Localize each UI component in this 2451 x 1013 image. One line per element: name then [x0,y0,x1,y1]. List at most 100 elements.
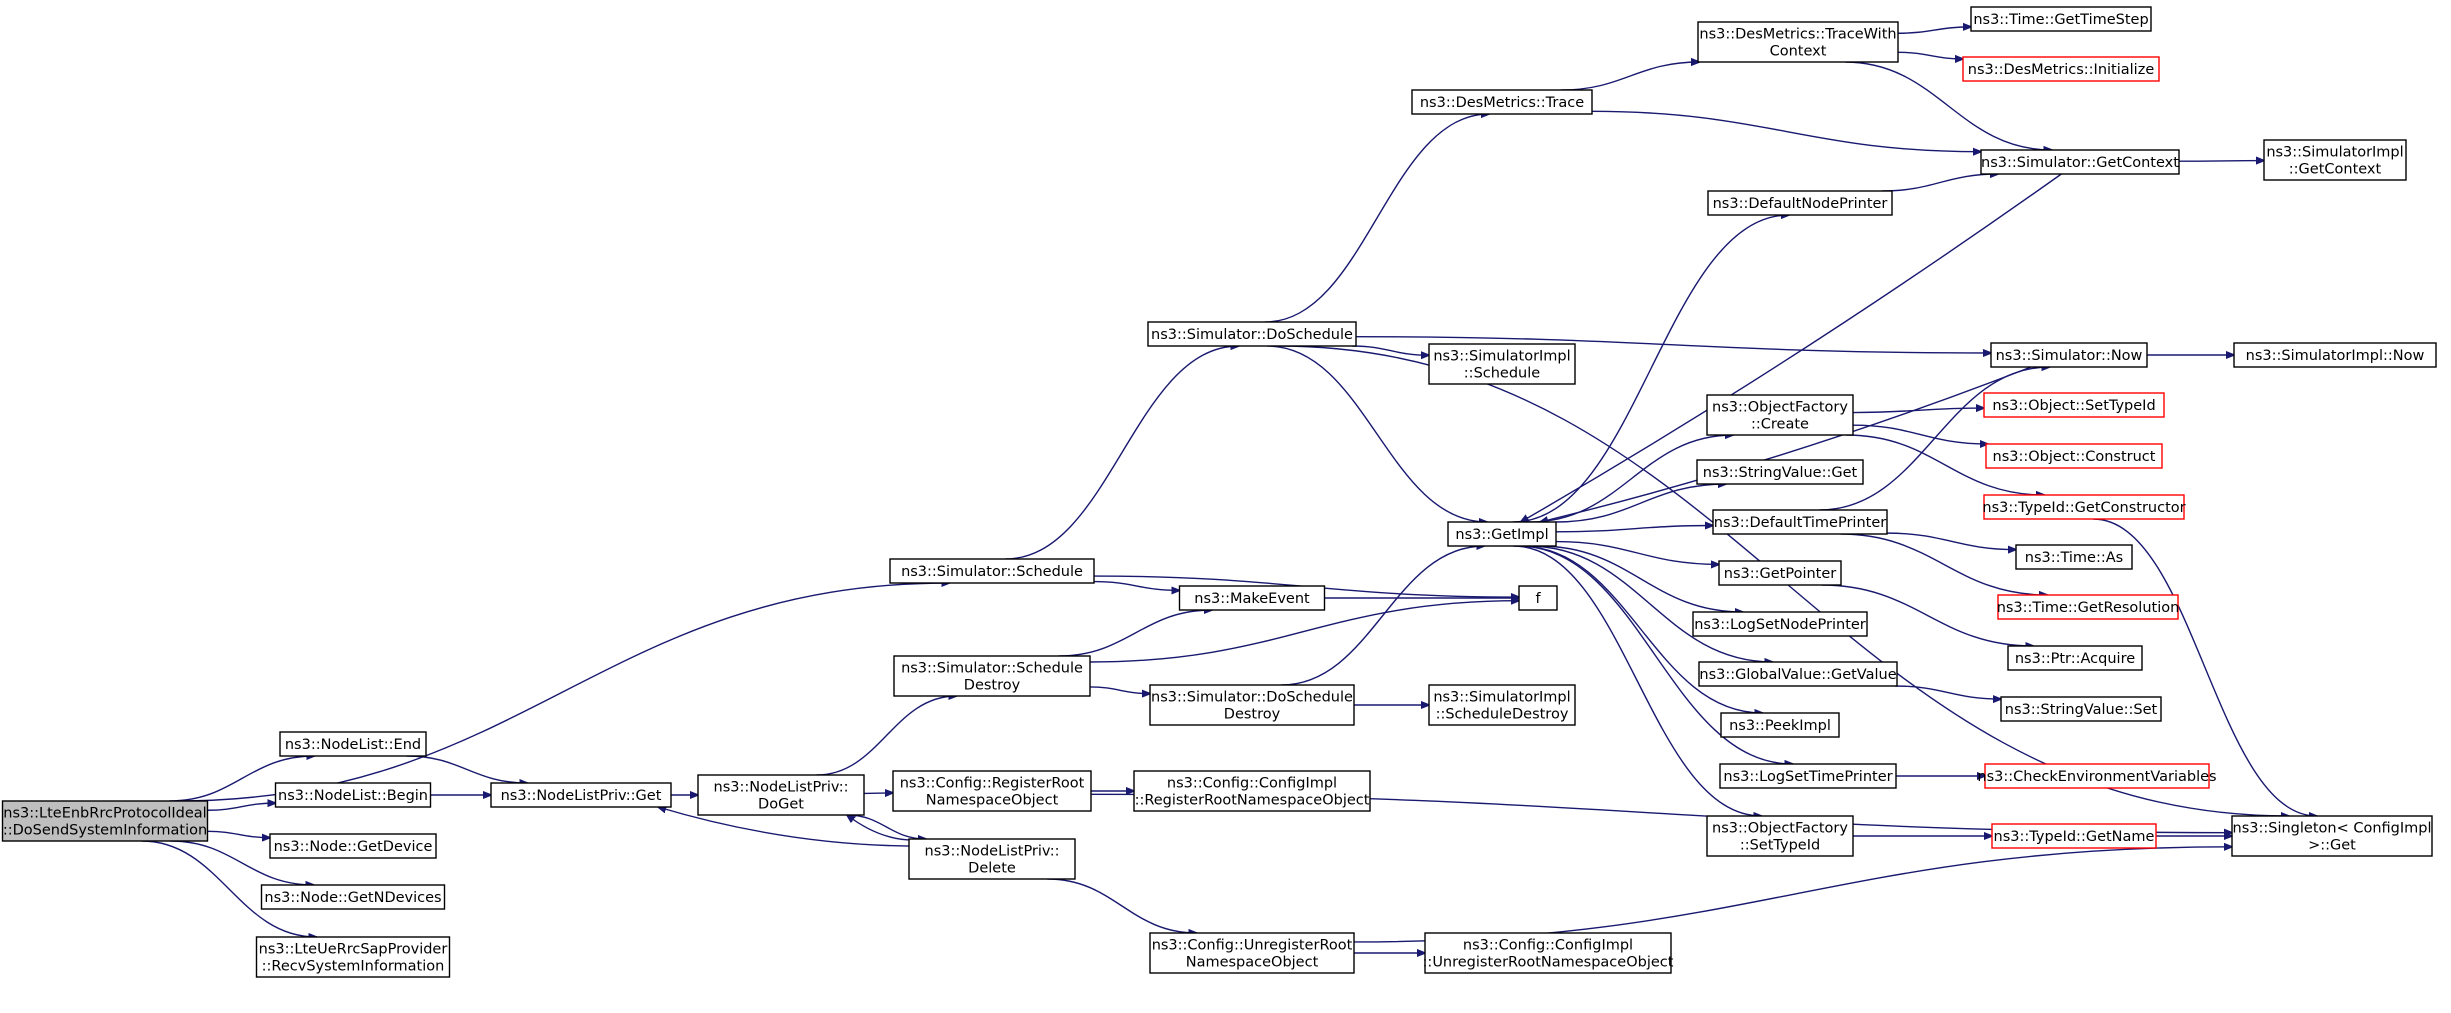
function-node-simimpl-schedule[interactable]: ns3::SimulatorImpl::Schedule [1428,343,1576,385]
function-node-getimpl[interactable]: ns3::GetImpl [1447,521,1557,547]
function-node-box[interactable] [893,655,1091,697]
function-node-box[interactable] [1718,560,1842,586]
function-node-nlp-delete[interactable]: ns3::NodeListPriv::Delete [908,838,1076,880]
function-node-box[interactable] [1706,815,1854,857]
function-node-box[interactable] [2015,544,2133,570]
function-node-box[interactable] [1424,932,1672,974]
function-node-box[interactable] [1970,6,2152,32]
function-node-box[interactable] [279,731,427,757]
function-node-box[interactable] [1720,712,1840,738]
function-node-box[interactable] [1698,661,1898,687]
function-node-f[interactable]: f [1518,585,1558,611]
function-node-desmetrics-initialize[interactable]: ns3::DesMetrics::Initialize [1962,56,2160,82]
function-node-makeevent[interactable]: ns3::MakeEvent [1178,585,1326,611]
function-node-cfgimpl-reg[interactable]: ns3::Config::ConfigImpl::RegisterRootNam… [1133,770,1371,812]
function-node-box[interactable] [1983,392,2165,418]
function-node-getpointer[interactable]: ns3::GetPointer [1718,560,1842,586]
function-node-box[interactable] [1707,190,1893,216]
function-node-box[interactable] [1997,594,2179,620]
function-node-box[interactable] [1149,684,1355,726]
function-node-box[interactable] [1178,585,1326,611]
function-node-nl-begin[interactable]: ns3::NodeList::Begin [274,782,432,808]
function-node-box[interactable] [1428,343,1576,385]
function-node-box[interactable] [1984,763,2210,789]
function-node-recvsysinfo[interactable]: ns3::LteUeRrcSapProvider::RecvSystemInfo… [255,936,451,978]
function-node-box[interactable] [2263,139,2407,181]
function-node-typeid-getname[interactable]: ns3::TypeId::GetName [1991,823,2157,849]
function-node-time-gettimestep[interactable]: ns3::Time::GetTimeStep [1970,6,2152,32]
function-node-box[interactable] [1147,321,1357,347]
function-node-box[interactable] [1990,342,2148,368]
function-node-box[interactable] [1149,932,1355,974]
function-node-box[interactable] [1,800,209,842]
function-node-node-getndevices[interactable]: ns3::Node::GetNDevices [260,884,446,910]
function-node-box[interactable] [1980,149,2180,175]
function-node-box[interactable] [2231,815,2433,857]
function-node-box[interactable] [255,936,451,978]
function-node-nl-end[interactable]: ns3::NodeList::End [279,731,427,757]
function-node-cfg-regroot[interactable]: ns3::Config::RegisterRootNamespaceObject [892,770,1092,812]
function-node-sim-scheddestroy[interactable]: ns3::Simulator::ScheduleDestroy [893,655,1091,697]
function-node-box[interactable] [260,884,446,910]
function-node-ptr-acquire[interactable]: ns3::Ptr::Acquire [2007,645,2143,671]
function-node-checkenvvars[interactable]: ns3::CheckEnvironmentVariables [1977,763,2217,789]
function-node-box[interactable] [2007,645,2143,671]
function-node-box[interactable] [490,782,672,808]
function-node-box[interactable] [1985,443,2163,469]
function-node-box[interactable] [1447,521,1557,547]
function-node-box[interactable] [269,833,437,859]
function-node-time-as[interactable]: ns3::Time::As [2015,544,2133,570]
function-node-typeid-getconstructor[interactable]: ns3::TypeId::GetConstructor [1982,494,2186,520]
function-node-time-getresolution[interactable]: ns3::Time::GetResolution [1997,594,2180,620]
function-node-stringvalue-set[interactable]: ns3::StringValue::Set [2000,696,2162,722]
function-node-box[interactable] [1706,394,1854,436]
function-node-box[interactable] [1697,21,1899,63]
function-node-singleton-get[interactable]: ns3::Singleton< ConfigImpl >::Get [2231,815,2433,857]
function-node-box[interactable] [1991,823,2157,849]
function-node-simimpl-getcontext[interactable]: ns3::SimulatorImpl::GetContext [2263,139,2407,181]
function-node-nlp-get[interactable]: ns3::NodeListPriv::Get [490,782,672,808]
function-node-box[interactable] [1133,770,1371,812]
function-node-stringvalue-get[interactable]: ns3::StringValue::Get [1696,459,1864,485]
function-node-cfgimpl-unreg[interactable]: ns3::Config::ConfigImpl::UnregisterRootN… [1423,932,1674,974]
function-node-sim-doschedule[interactable]: ns3::Simulator::DoSchedule [1147,321,1357,347]
function-node-root[interactable]: ns3::LteEnbRrcProtocolIdeal::DoSendSyste… [1,800,209,842]
function-node-logsettimeprinter[interactable]: ns3::LogSetTimePrinter [1719,763,1897,789]
function-node-sim-getcontext[interactable]: ns3::Simulator::GetContext [1980,149,2180,175]
function-node-box[interactable] [889,558,1095,584]
function-node-box[interactable] [1692,611,1868,637]
function-node-box[interactable] [1983,494,2185,520]
function-node-defaultnodeprinter[interactable]: ns3::DefaultNodePrinter [1707,190,1893,216]
function-node-object-construct[interactable]: ns3::Object::Construct [1985,443,2163,469]
function-node-logsetnodeprinter[interactable]: ns3::LogSetNodePrinter [1692,611,1868,637]
function-node-box[interactable] [1411,89,1593,115]
function-node-globalvalue-getvalue[interactable]: ns3::GlobalValue::GetValue [1698,661,1898,687]
function-node-box[interactable] [274,782,432,808]
function-node-box[interactable] [697,774,865,816]
function-node-box[interactable] [1719,763,1897,789]
function-node-simimpl-now[interactable]: ns3::SimulatorImpl::Now [2233,342,2437,368]
function-node-box[interactable] [908,838,1076,880]
function-node-cfg-unregroot[interactable]: ns3::Config::UnregisterRootNamespaceObje… [1149,932,1355,974]
function-node-box[interactable] [1696,459,1864,485]
function-node-sim-schedule[interactable]: ns3::Simulator::Schedule [889,558,1095,584]
function-node-box[interactable] [1712,509,1888,535]
function-node-box[interactable] [892,770,1092,812]
function-node-object-settypeid[interactable]: ns3::Object::SetTypeId [1983,392,2165,418]
function-node-box[interactable] [2000,696,2162,722]
function-node-node-getdevice[interactable]: ns3::Node::GetDevice [269,833,437,859]
function-node-simimpl-scheddestroy[interactable]: ns3::SimulatorImpl::ScheduleDestroy [1428,684,1576,726]
function-node-objfactory-create[interactable]: ns3::ObjectFactory::Create [1706,394,1854,436]
function-node-desmetrics-trace[interactable]: ns3::DesMetrics::Trace [1411,89,1593,115]
function-node-box[interactable] [2233,342,2437,368]
function-node-sim-now[interactable]: ns3::Simulator::Now [1990,342,2148,368]
function-node-peekimpl[interactable]: ns3::PeekImpl [1720,712,1840,738]
function-node-box[interactable] [1518,585,1558,611]
function-node-box[interactable] [1428,684,1576,726]
function-node-defaulttimeprinter[interactable]: ns3::DefaultTimePrinter [1712,509,1888,535]
function-node-objfactory-settypeid[interactable]: ns3::ObjectFactory::SetTypeId [1706,815,1854,857]
function-node-nlp-doget[interactable]: ns3::NodeListPriv::DoGet [697,774,865,816]
function-node-box[interactable] [1962,56,2160,82]
